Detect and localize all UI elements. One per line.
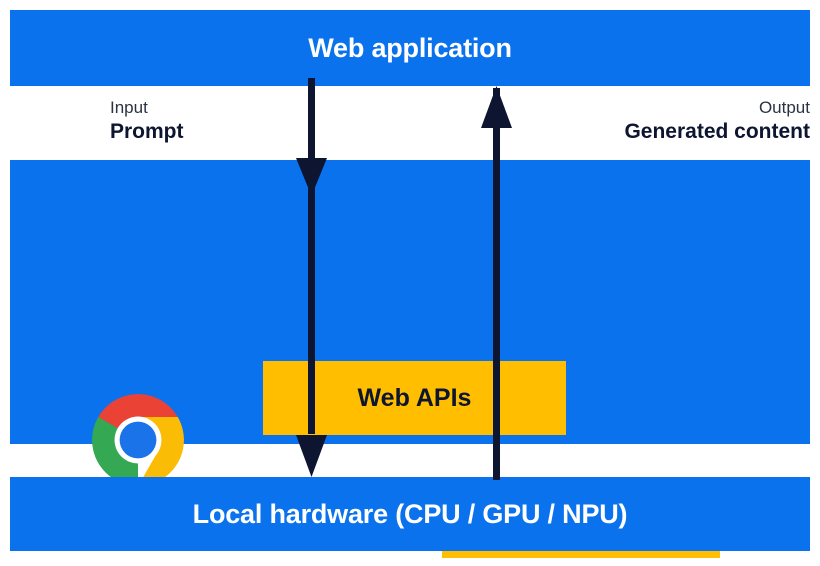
output-flow-label: Output Generated content (624, 98, 810, 144)
output-flow-kind: Output (758, 98, 810, 117)
output-flow-arrow (481, 86, 512, 480)
band-web-application-label: Web application (308, 32, 512, 63)
output-flow-value: Generated content (624, 119, 810, 143)
chrome-logo-icon (92, 394, 184, 486)
band-local-hardware: Local hardware (CPU / GPU / NPU) (10, 477, 810, 551)
band-browser: Browser Web APIs Built-in models and run… (10, 160, 810, 558)
band-local-hardware-label: Local hardware (CPU / GPU / NPU) (192, 498, 628, 529)
input-flow-label: Input Prompt (110, 98, 184, 144)
band-web-application: Web application (10, 10, 810, 86)
input-flow-kind: Input (110, 98, 148, 117)
input-flow-value: Prompt (110, 119, 184, 143)
box-web-apis-label: Web APIs (357, 383, 472, 412)
input-flow-arrow (296, 78, 327, 477)
